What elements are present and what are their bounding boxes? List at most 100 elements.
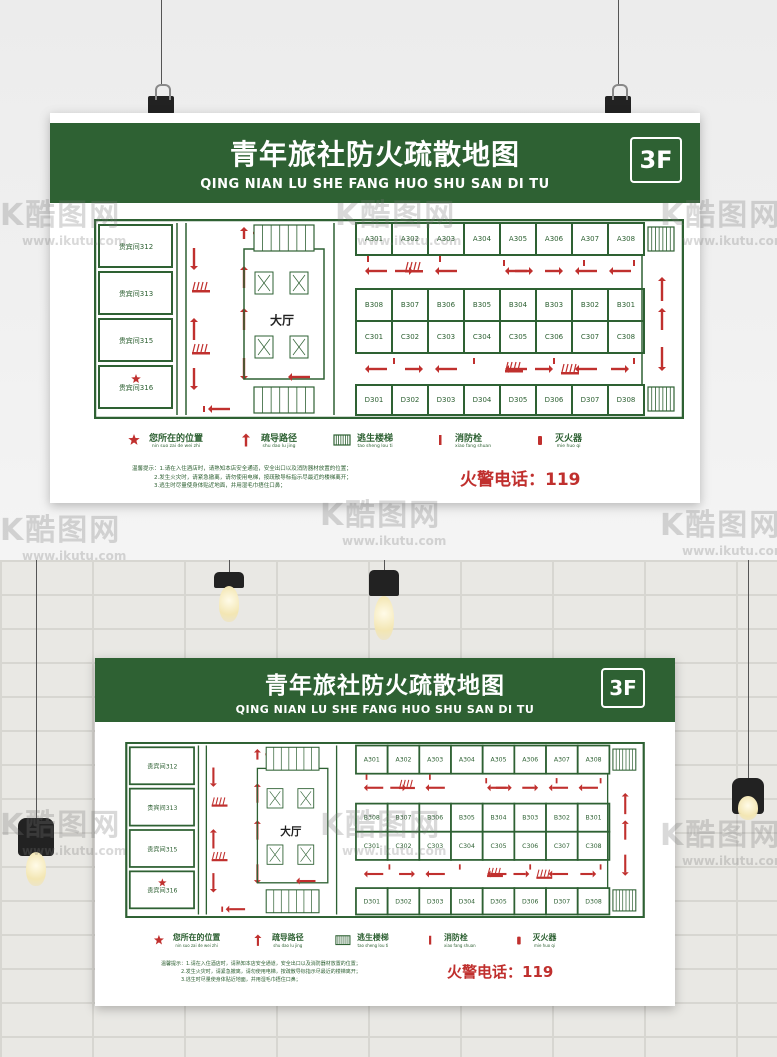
room-label: 贵宾间312 xyxy=(119,242,153,251)
evacuation-arrow-icon xyxy=(580,870,597,878)
bulb-icon xyxy=(219,586,239,622)
hydrant-icon xyxy=(599,864,602,870)
room-label: B301 xyxy=(617,301,635,309)
tip-line: 温馨提示：1.请在入住酒店时，请熟知本店安全通道，安全出口以及消防器材放置的位置… xyxy=(161,961,361,967)
room-box xyxy=(499,384,537,416)
room-label: D308 xyxy=(585,898,602,905)
room-box xyxy=(450,830,484,861)
room-box xyxy=(571,384,609,416)
room-box xyxy=(391,384,429,416)
room-label: 贵宾间316 xyxy=(119,383,154,392)
star-icon xyxy=(128,434,140,445)
lobby-label: 大厅 xyxy=(280,825,302,838)
room-label: B303 xyxy=(545,301,563,309)
room-label: C308 xyxy=(617,333,635,341)
poster-header: 青年旅社防火疏散地图 QING NIAN LU SHE FANG HUO SHU… xyxy=(95,658,675,722)
room-label: C303 xyxy=(427,843,443,850)
room-label: C301 xyxy=(364,843,380,850)
legend-pinyin: nin suo zai de wei zhi xyxy=(151,444,201,449)
room-box xyxy=(98,224,173,268)
room-label: D305 xyxy=(490,898,507,905)
legend-pinyin: shu dao lu jing xyxy=(273,943,303,948)
evacuation-arrow-icon xyxy=(611,365,629,373)
evacuation-arrow-icon xyxy=(658,347,666,371)
star-icon xyxy=(128,434,140,445)
poster-subtitle: QING NIAN LU SHE FANG HUO SHU SAN DI TU xyxy=(235,703,535,716)
room-label: D306 xyxy=(545,396,564,404)
fire-hotline: 火警电话：119 xyxy=(460,470,581,490)
evacuation-arrow-icon xyxy=(435,267,457,275)
tip-line: 温馨提示：1.请在入住酒店时，请熟知本店安全通道，安全出口以及消防器材放置的位置… xyxy=(132,466,352,472)
evacuation-arrow-icon xyxy=(365,365,387,373)
hydrant-icon xyxy=(439,435,442,445)
lamp-cord xyxy=(748,560,749,780)
stairs-icon xyxy=(612,889,637,912)
evacuation-arrow-icon xyxy=(621,793,629,815)
elevator-icon xyxy=(254,335,274,359)
poster-title: 青年旅社防火疏散地图 xyxy=(229,138,520,171)
exit-sign-icon xyxy=(561,363,579,375)
legend-label: 疏导路径 xyxy=(261,434,298,444)
elevator-icon xyxy=(297,788,315,809)
hydrant-icon xyxy=(529,864,532,870)
hydrant-icon xyxy=(633,358,635,364)
evacuation-arrow-icon xyxy=(296,877,316,885)
bulb-icon xyxy=(374,596,394,640)
room-label: A301 xyxy=(364,757,380,764)
hydrant-icon xyxy=(633,260,635,266)
evacuation-arrow-icon xyxy=(545,267,563,275)
evacuation-arrow-icon xyxy=(209,873,217,893)
hydrant-icon xyxy=(388,864,391,870)
exit-sign-icon xyxy=(399,779,415,790)
poster-header: 青年旅社防火疏散地图 QING NIAN LU SHE FANG HUO SHU… xyxy=(50,123,700,203)
room-box xyxy=(576,830,611,861)
outer-wall xyxy=(125,741,645,919)
room-label: 贵宾间316 xyxy=(147,887,177,895)
room-box xyxy=(98,271,173,315)
room-box xyxy=(545,830,579,861)
hydrant-icon xyxy=(393,358,395,364)
legend-pinyin: mie huo qi xyxy=(556,444,581,449)
legend-pinyin: shu dao lu jing xyxy=(262,444,296,449)
evacuation-arrow-icon xyxy=(548,870,569,878)
safety-tips: 温馨提示：1.请在入住酒店时，请熟知本店安全通道，安全出口以及消防器材放置的位置… xyxy=(161,961,431,984)
room-label: B301 xyxy=(586,815,602,822)
room-label: B304 xyxy=(509,301,528,309)
room-label: C302 xyxy=(401,333,419,341)
evacuation-arrow-icon xyxy=(288,373,310,381)
stairs-icon xyxy=(335,935,351,945)
room-box xyxy=(607,320,645,354)
room-label: 贵宾间313 xyxy=(119,289,153,298)
exit-sign-icon xyxy=(211,851,228,862)
hydrant-icon xyxy=(503,260,505,266)
room-label: C303 xyxy=(437,333,455,341)
legend-pinyin: tao sheng lou ti xyxy=(357,943,389,948)
lamp-icon xyxy=(214,572,244,588)
extinguisher-mark xyxy=(516,936,521,945)
room-label: A304 xyxy=(459,757,475,764)
evacuation-arrow-icon xyxy=(363,784,384,792)
evacuation-arrow-icon xyxy=(425,870,445,878)
legend-label: 您所在的位置 xyxy=(172,933,221,942)
room-label: C302 xyxy=(395,843,411,850)
room-box xyxy=(418,887,452,916)
room-label: B307 xyxy=(395,815,411,822)
room-label: A302 xyxy=(401,235,419,243)
elevator-icon xyxy=(254,271,274,295)
evacuation-arrow-icon xyxy=(240,227,248,239)
hydrant-icon xyxy=(429,774,431,780)
evacuation-poster-bottom: 青年旅社防火疏散地图 QING NIAN LU SHE FANG HUO SHU… xyxy=(95,658,675,1006)
room-box xyxy=(128,787,195,827)
legend-pinyin: tao sheng lou ti xyxy=(357,444,393,449)
room-box xyxy=(545,744,579,775)
room-box xyxy=(355,384,393,416)
binder-clip-icon xyxy=(605,84,631,114)
extinguisher-icon xyxy=(516,936,521,945)
room-box xyxy=(355,830,389,861)
exit-sign-icon xyxy=(211,797,228,807)
legend-label: 逃生楼梯 xyxy=(357,933,389,942)
